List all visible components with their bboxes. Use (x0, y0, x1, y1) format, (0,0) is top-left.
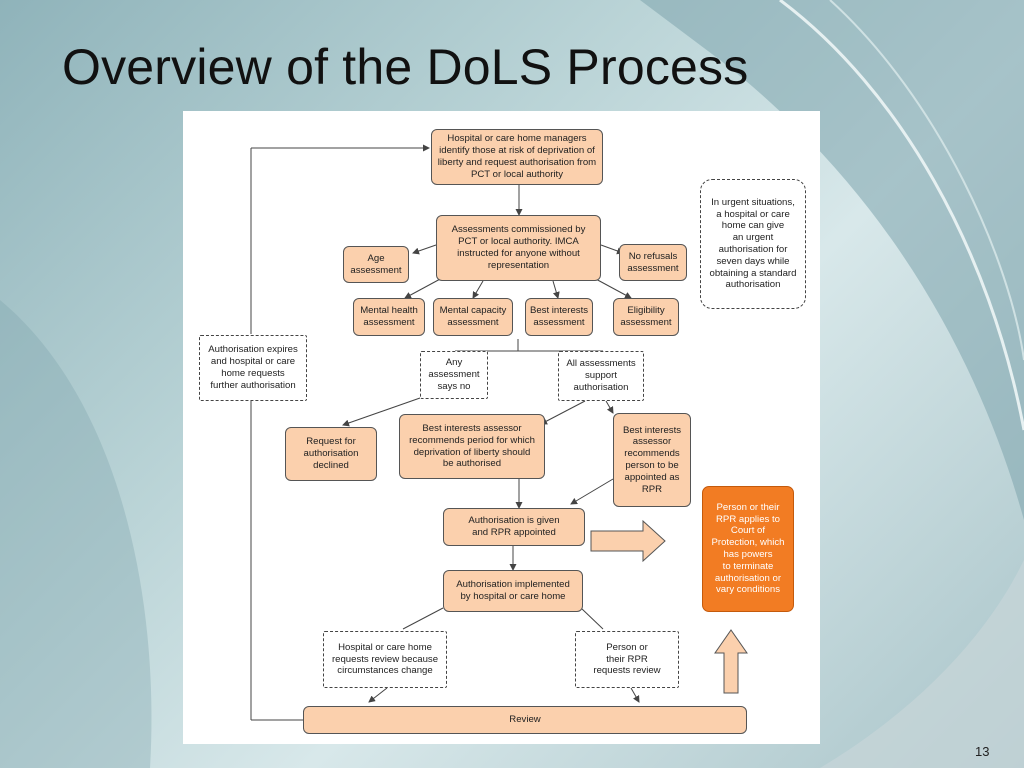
dols-flowchart: Hospital or care home managers identify … (183, 111, 820, 744)
node-court-of-protection: Person or their RPR applies to Court of … (702, 486, 794, 612)
up-arrow-icon (714, 629, 748, 694)
slide-title: Overview of the DoLS Process (62, 39, 749, 95)
node-review: Review (303, 706, 747, 734)
node-any-assessment-says-no: Any assessment says no (420, 351, 488, 399)
node-authorisation-given: Authorisation is given and RPR appointed (443, 508, 585, 546)
node-hospital-requests-review: Hospital or care home requests review be… (323, 631, 447, 688)
node-hospital-managers: Hospital or care home managers identify … (431, 129, 603, 185)
node-urgent-note: In urgent situations, a hospital or care… (700, 179, 806, 309)
right-arrow-icon (590, 519, 666, 563)
node-assessments-commissioned: Assessments commissioned by PCT or local… (436, 215, 601, 281)
node-bia-recommends-period: Best interests assessor recommends perio… (399, 414, 545, 479)
node-best-interests-assessment: Best interests assessment (525, 298, 593, 336)
flowchart-connectors (247, 144, 748, 721)
page-number: 13 (975, 744, 990, 759)
node-rpr-requests-review: Person or their RPR requests review (575, 631, 679, 688)
node-mental-health-assessment: Mental health assessment (353, 298, 425, 336)
node-eligibility-assessment: Eligibility assessment (613, 298, 679, 336)
node-all-assessments-support: All assessments support authorisation (558, 351, 644, 401)
node-authorisation-expires: Authorisation expires and hospital or ca… (199, 335, 307, 401)
node-bia-recommends-rpr: Best interests assessor recommends perso… (613, 413, 691, 507)
node-no-refusals-assessment: No refusals assessment (619, 244, 687, 281)
node-authorisation-implemented: Authorisation implemented by hospital or… (443, 570, 583, 612)
node-request-declined: Request for authorisation declined (285, 427, 377, 481)
node-mental-capacity-assessment: Mental capacity assessment (433, 298, 513, 336)
node-age-assessment: Age assessment (343, 246, 409, 283)
